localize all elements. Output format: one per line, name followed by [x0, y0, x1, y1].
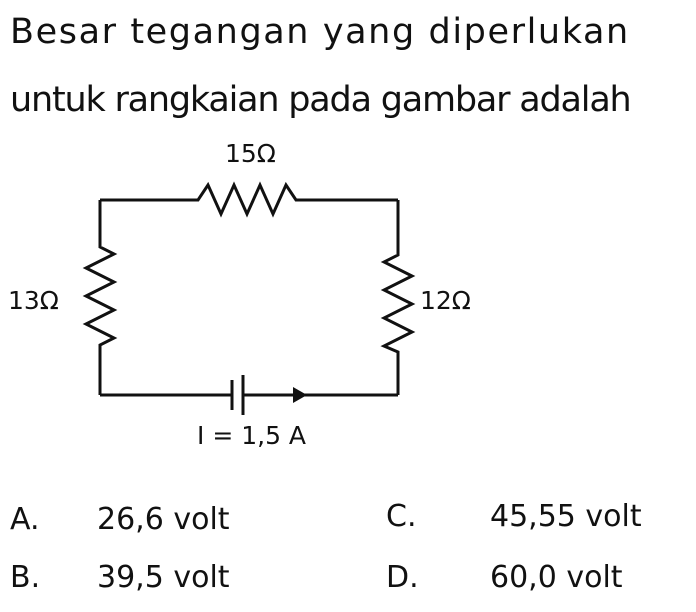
resistor-right-zigzag: [380, 250, 416, 355]
option-b-value: 39,5 volt: [97, 560, 230, 595]
question-line-1: Besar tegangan yang diperlukan: [10, 12, 630, 52]
option-c-letter: C.: [386, 499, 417, 534]
option-a-letter: A.: [10, 502, 40, 537]
option-a-value: 26,6 volt: [97, 502, 230, 537]
resistor-left-label: 13Ω: [8, 286, 59, 315]
option-d-letter: D.: [386, 560, 419, 595]
option-c-value: 45,55 volt: [490, 499, 642, 534]
current-label: I = 1,5 A: [197, 421, 306, 450]
current-arrow-icon: [293, 387, 307, 403]
option-b-letter: B.: [10, 560, 41, 595]
resistor-top-label: 15Ω: [225, 139, 276, 168]
resistor-right-label: 12Ω: [420, 286, 471, 315]
question-line-2: untuk rangkaian pada gambar adalah: [10, 80, 632, 120]
resistor-top-zigzag: [185, 181, 305, 218]
option-d-value: 60,0 volt: [490, 560, 623, 595]
resistor-left-zigzag: [82, 245, 118, 355]
